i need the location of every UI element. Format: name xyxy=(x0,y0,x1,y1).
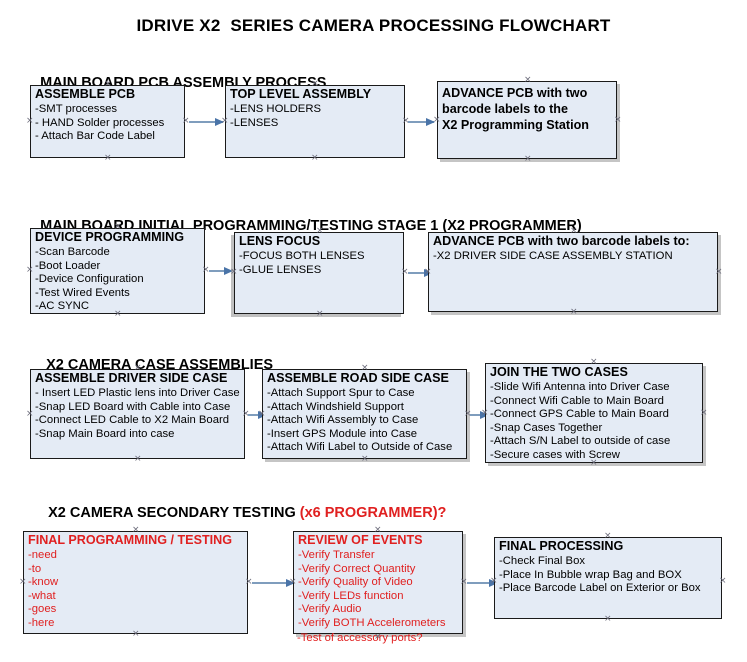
process-box-final-programming-testing[interactable]: FINAL PROGRAMMING / TESTING -need -to -k… xyxy=(23,531,248,634)
box-line: -Secure cases with Screw xyxy=(490,448,620,461)
process-box-assemble-pcb[interactable]: ASSEMBLE PCB -SMT processes - HAND Solde… xyxy=(30,85,185,158)
section-heading-text: X2 CAMERA SECONDARY TESTING xyxy=(48,505,300,521)
box-line: -AC SYNC xyxy=(35,300,89,313)
box-line: -Attach Wifi Label to Outside of Case xyxy=(267,441,453,454)
box-line: -Boot Loader xyxy=(35,259,101,272)
process-box-join-two-cases[interactable]: JOIN THE TWO CASES -Slide Wifi Antenna i… xyxy=(485,363,703,463)
box-line: -Connect Wifi Cable to Main Board xyxy=(490,394,664,407)
section-heading-red-note: (x6 PROGRAMMER)? xyxy=(299,505,447,521)
box-overflow-line: -Test of accessory ports? xyxy=(297,632,423,644)
box-title: FINAL PROCESSING xyxy=(499,539,624,553)
box-line: -Scan Barcode xyxy=(35,246,110,259)
connector-arrow xyxy=(470,410,489,419)
box-line: -Verify BOTH Accelerometers xyxy=(298,616,446,629)
box-line: - Attach Bar Code Label xyxy=(35,130,155,143)
connector-arrow xyxy=(252,578,295,587)
box-line: -Verify Correct Quantity xyxy=(298,562,416,575)
box-line: barcode labels to the xyxy=(442,102,568,117)
connector-arrow xyxy=(467,578,498,587)
box-line: -Test Wired Events xyxy=(35,286,130,299)
connector-arrow xyxy=(408,117,435,126)
box-title: JOIN THE TWO CASES xyxy=(490,365,628,379)
box-title: FINAL PROGRAMMING / TESTING xyxy=(28,533,233,547)
page-title: IDRIVE X2 SERIES CAMERA PROCESSING FLOWC… xyxy=(136,16,611,35)
box-line: -Check Final Box xyxy=(499,555,586,568)
box-title: ASSEMBLE DRIVER SIDE CASE xyxy=(35,371,228,385)
box-line: -Insert GPS Module into Case xyxy=(267,427,418,440)
box-line: -Verify Audio xyxy=(298,603,362,616)
box-line: -here xyxy=(28,616,55,629)
process-box-review-of-events[interactable]: REVIEW OF EVENTS -Verify Transfer -Verif… xyxy=(293,531,463,634)
box-title: ADVANCE PCB with two barcode labels to: xyxy=(433,234,690,248)
box-line: -GLUE LENSES xyxy=(239,263,322,276)
box-line: -Attach Wifi Assembly to Case xyxy=(267,414,419,427)
section-heading-secondary-testing: X2 CAMERA SECONDARY TESTING (x6 PROGRAMM… xyxy=(32,489,446,537)
box-title: LENS FOCUS xyxy=(239,234,321,248)
process-box-assemble-driver-side-case[interactable]: ASSEMBLE DRIVER SIDE CASE - Insert LED P… xyxy=(30,369,245,459)
process-box-device-programming[interactable]: DEVICE PROGRAMMING -Scan Barcode -Boot L… xyxy=(30,228,205,314)
box-line: -Place Barcode Label on Exterior or Box xyxy=(499,582,701,595)
connector-arrow xyxy=(209,266,233,275)
process-box-top-level-assembly[interactable]: TOP LEVEL ASSEMBLY -LENS HOLDERS -LENSES xyxy=(225,85,405,158)
box-line: -SMT processes xyxy=(35,103,118,116)
box-line: -Snap Cases Together xyxy=(490,421,603,434)
box-line: -Snap LED Board with Cable into Case xyxy=(35,400,231,413)
process-box-lens-focus[interactable]: LENS FOCUS -FOCUS BOTH LENSES -GLUE LENS… xyxy=(234,232,404,314)
box-line: - Insert LED Plastic lens into Driver Ca… xyxy=(35,387,240,400)
process-box-assemble-road-side-case[interactable]: ASSEMBLE ROAD SIDE CASE -Attach Support … xyxy=(262,369,467,459)
box-line: X2 Programming Station xyxy=(442,118,589,133)
box-title: DEVICE PROGRAMMING xyxy=(35,230,185,244)
box-title: TOP LEVEL ASSEMBLY xyxy=(230,87,372,101)
box-line: -what xyxy=(28,589,56,602)
box-line: -Attach Support Spur to Case xyxy=(267,387,415,400)
box-line: -Attach Windshield Support xyxy=(267,400,404,413)
process-box-final-processing[interactable]: FINAL PROCESSING -Check Final Box -Place… xyxy=(494,537,722,619)
box-title: ASSEMBLE ROAD SIDE CASE xyxy=(267,371,449,385)
box-line: -Place In Bubble wrap Bag and BOX xyxy=(499,568,682,581)
connector-arrow xyxy=(189,117,224,126)
box-line: -FOCUS BOTH LENSES xyxy=(239,250,365,263)
box-line: -Slide Wifi Antenna into Driver Case xyxy=(490,381,670,394)
process-box-advance-pcb-programming[interactable]: ADVANCE PCB with two barcode labels to t… xyxy=(437,81,617,159)
box-line: -Verify LEDs function xyxy=(298,589,404,602)
box-line: -Device Configuration xyxy=(35,273,144,286)
box-line: -LENSES xyxy=(230,116,279,129)
box-line: -Verify Quality of Video xyxy=(298,576,413,589)
box-line: -Connect GPS Cable to Main Board xyxy=(490,408,669,421)
box-line: -goes xyxy=(28,603,57,616)
box-title: REVIEW OF EVENTS xyxy=(298,533,423,547)
box-line: -Snap Main Board into case xyxy=(35,427,175,440)
box-line: -Verify Transfer xyxy=(298,549,375,562)
box-line: - HAND Solder processes xyxy=(35,116,165,129)
box-line: -LENS HOLDERS xyxy=(230,103,322,116)
box-title: ADVANCE PCB with two xyxy=(442,86,588,100)
process-box-advance-pcb-driver-side[interactable]: ADVANCE PCB with two barcode labels to: … xyxy=(428,232,718,312)
box-line: -know xyxy=(28,576,59,589)
box-line: -to xyxy=(28,562,42,575)
box-title: ASSEMBLE PCB xyxy=(35,87,136,101)
box-line: -Attach S/N Label to outside of case xyxy=(490,435,671,448)
box-line: -Connect LED Cable to X2 Main Board xyxy=(35,414,230,427)
box-line: -X2 DRIVER SIDE CASE ASSEMBLY STATION xyxy=(433,250,673,263)
box-line: -need xyxy=(28,549,57,562)
